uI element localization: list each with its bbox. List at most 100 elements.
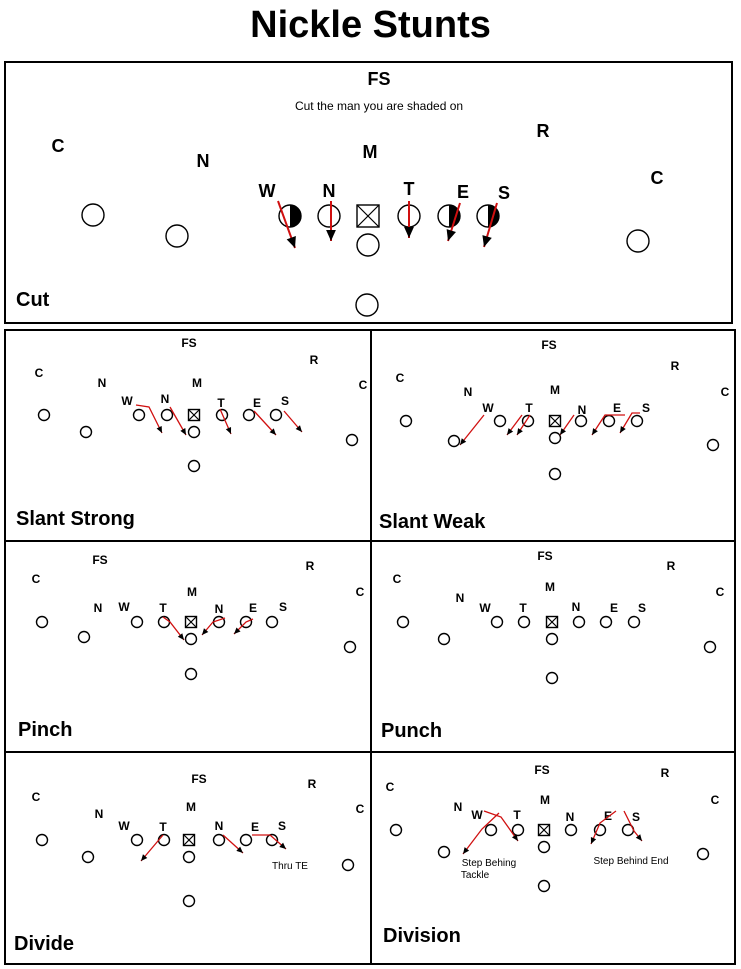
label-corner-left: C xyxy=(35,366,44,380)
label-mike: M xyxy=(550,383,560,397)
label-fs: FS xyxy=(92,553,107,567)
arrowhead xyxy=(326,230,336,241)
player-circle xyxy=(696,847,710,861)
label-fs: FS xyxy=(534,763,549,777)
label-mike: M xyxy=(186,800,196,814)
player-circle xyxy=(572,615,586,629)
label-will: W xyxy=(471,808,483,822)
player-circle xyxy=(79,425,93,439)
arrowhead xyxy=(177,633,184,640)
stunt-route xyxy=(591,414,625,436)
stunt-note: Thru TE xyxy=(272,861,308,872)
label-tackle: T xyxy=(159,820,167,834)
label-corner-left: C xyxy=(52,136,65,156)
arrowhead xyxy=(202,628,209,635)
label-fs: FS xyxy=(541,338,556,352)
label-rover: R xyxy=(537,121,550,141)
label-sam: S xyxy=(278,819,286,833)
arrowhead xyxy=(463,847,470,854)
player-circle xyxy=(706,438,720,452)
player-circle xyxy=(627,615,641,629)
player-circle xyxy=(437,632,451,646)
stunt-name: Punch xyxy=(381,720,443,742)
player-circle xyxy=(564,823,578,837)
label-tackle: T xyxy=(519,601,527,615)
arrowhead xyxy=(236,846,243,853)
label-nickel: N xyxy=(98,376,107,390)
player-circle xyxy=(184,667,198,681)
label-tackle: T xyxy=(217,396,225,410)
label-sam: S xyxy=(638,601,646,615)
label-rover: R xyxy=(308,777,317,791)
label-sam: S xyxy=(632,810,640,824)
player-circle xyxy=(37,408,51,422)
arrowhead xyxy=(560,428,567,435)
label-end: E xyxy=(604,809,612,823)
arrowhead xyxy=(269,428,276,435)
label-fs: FS xyxy=(367,69,390,89)
player-circle xyxy=(630,414,644,428)
player-circle xyxy=(574,414,588,428)
label-will: W xyxy=(259,181,276,201)
arrowhead xyxy=(590,837,597,844)
player-circle xyxy=(521,414,535,428)
label-sam: S xyxy=(498,183,510,203)
label-nose: N xyxy=(566,810,575,824)
label-corner-left: C xyxy=(32,572,41,586)
label-end: E xyxy=(251,820,259,834)
stunt-name: Division xyxy=(383,925,461,947)
label-tackle: T xyxy=(404,179,415,199)
player-circle xyxy=(548,467,562,481)
arrowhead xyxy=(446,229,456,241)
player-circle xyxy=(35,833,49,847)
label-fs: FS xyxy=(191,772,206,786)
player-circle xyxy=(184,632,198,646)
stunt-route xyxy=(483,810,519,842)
player-circle xyxy=(187,459,201,473)
player-circle xyxy=(187,425,201,439)
arrowhead xyxy=(404,227,414,238)
label-tackle: T xyxy=(513,808,521,822)
player-circle xyxy=(265,833,279,847)
arrowhead xyxy=(279,842,286,849)
label-nickel: N xyxy=(454,800,463,814)
stunt-route xyxy=(162,616,185,641)
player-circle xyxy=(399,414,413,428)
player-circle xyxy=(77,630,91,644)
arrowhead xyxy=(460,438,467,445)
center-x-line xyxy=(549,415,561,427)
label-will: W xyxy=(479,601,491,615)
center-x-line xyxy=(183,834,195,846)
label-mike: M xyxy=(540,793,550,807)
center-x-line xyxy=(188,409,200,421)
player-circle xyxy=(317,204,341,228)
player-circle xyxy=(182,894,196,908)
player-circle xyxy=(345,433,359,447)
label-tackle: T xyxy=(159,601,167,615)
label-corner-left: C xyxy=(386,780,395,794)
label-end: E xyxy=(457,182,469,202)
stunt-name: Slant Weak xyxy=(379,511,486,533)
arrowhead xyxy=(482,235,492,247)
arrowhead xyxy=(286,236,296,248)
stunt-route xyxy=(252,834,287,850)
label-rover: R xyxy=(667,559,676,573)
player-circle xyxy=(212,833,226,847)
stunt-note: Step Behind End xyxy=(593,856,668,867)
player-circle xyxy=(396,615,410,629)
label-corner-right: C xyxy=(356,585,365,599)
arrowhead xyxy=(295,425,302,432)
label-nose: N xyxy=(572,600,581,614)
arrowhead xyxy=(635,834,642,841)
player-circle xyxy=(355,293,379,317)
label-fs: FS xyxy=(181,336,196,350)
label-end: E xyxy=(249,601,257,615)
player-circle xyxy=(130,833,144,847)
